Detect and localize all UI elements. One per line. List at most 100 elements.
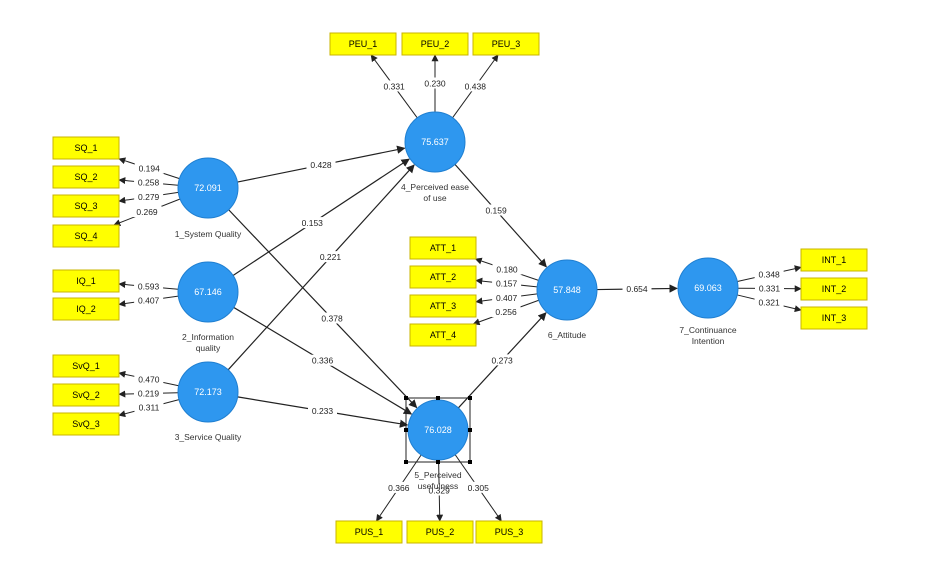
indicator-label-pus_3: PUS_3: [495, 527, 524, 537]
outer-weight-sq_4-bg: [132, 205, 162, 217]
latent-variable-name-int: 7_Continuance: [679, 325, 736, 335]
outer-weight-pus_1-bg: [384, 481, 414, 493]
latent-variable-name-iq-line2: quality: [196, 343, 221, 353]
indicator-label-att_4: ATT_4: [430, 330, 456, 340]
resize-handle[interactable]: [468, 396, 472, 400]
latent-variable-int[interactable]: [677, 257, 739, 319]
latent-variable-name-pus: 5_Perceived: [414, 470, 462, 480]
outer-weight-pus_1: 0.366: [388, 483, 410, 493]
outer-weight-peu_3-bg: [460, 80, 490, 92]
indicator-box-int_1[interactable]: [800, 248, 868, 272]
outer-weight-iq_2-bg: [134, 294, 164, 306]
indicator-box-att_3[interactable]: [409, 294, 477, 318]
indicator-label-iq_1: IQ_1: [76, 276, 96, 286]
indicator-label-att_1: ATT_1: [430, 243, 456, 253]
resize-handle[interactable]: [404, 460, 408, 464]
indicator-box-iq_1[interactable]: [52, 269, 120, 293]
path-coefficient-att-int: 0.654: [626, 284, 648, 294]
outer-weight-int_1-bg: [754, 268, 784, 280]
indicator-box-peu_1[interactable]: [329, 32, 397, 56]
r-squared-value-int: 69.063: [694, 283, 722, 293]
indicator-box-att_2[interactable]: [409, 265, 477, 289]
resize-handle[interactable]: [436, 460, 440, 464]
outer-weight-att_1-bg: [492, 263, 522, 275]
outer-weight-svq_1: 0.470: [138, 374, 160, 384]
outer-weight-int_2-bg: [754, 282, 784, 294]
latent-variable-peu[interactable]: [404, 111, 466, 173]
resize-handle[interactable]: [468, 460, 472, 464]
path-arrow-sq-pus[interactable]: [228, 209, 418, 409]
outer-weight-iq_1-bg: [134, 280, 164, 292]
indicator-label-att_3: ATT_3: [430, 301, 456, 311]
outer-weight-att_4: 0.256: [495, 307, 517, 317]
indicator-box-pus_3[interactable]: [475, 520, 543, 544]
latent-variable-sq[interactable]: [177, 157, 239, 219]
outer-weight-iq_2: 0.407: [138, 295, 160, 305]
outer-weight-att_2: 0.157: [496, 279, 518, 289]
outer-weight-pus_2: 0.329: [429, 485, 451, 495]
resize-handle[interactable]: [404, 396, 408, 400]
indicator-box-sq_2[interactable]: [52, 165, 120, 189]
outer-weight-sq_2-bg: [134, 176, 164, 188]
r-squared-value-peu: 75.637: [421, 137, 449, 147]
indicator-box-iq_2[interactable]: [52, 297, 120, 321]
latent-variable-name-int-line2: Intention: [692, 336, 725, 346]
resize-handle[interactable]: [468, 428, 472, 432]
outer-weight-int_1: 0.348: [759, 269, 781, 279]
indicator-label-sq_2: SQ_2: [74, 172, 97, 182]
outer-weight-peu_2-bg: [420, 77, 450, 89]
indicator-label-iq_2: IQ_2: [76, 304, 96, 314]
outer-weight-svq_2-bg: [134, 387, 164, 399]
outer-weight-peu_1: 0.331: [384, 81, 406, 91]
outer-weight-sq_4: 0.269: [136, 207, 158, 217]
outer-weight-int_3-bg: [754, 296, 784, 308]
indicator-label-int_2: INT_2: [822, 284, 847, 294]
resize-handle[interactable]: [404, 428, 408, 432]
indicator-box-pus_1[interactable]: [335, 520, 403, 544]
outer-weight-svq_1-bg: [134, 373, 164, 385]
latent-variable-name-att: 6_Attitude: [548, 330, 587, 340]
outer-weight-iq_1: 0.593: [138, 282, 160, 292]
indicator-box-sq_1[interactable]: [52, 136, 120, 160]
path-arrow-peu-att[interactable]: [454, 163, 547, 268]
indicator-box-svq_1[interactable]: [52, 354, 120, 378]
outer-weight-int_2: 0.331: [759, 283, 781, 293]
indicator-label-int_1: INT_1: [822, 255, 847, 265]
outer-weight-peu_2: 0.230: [424, 79, 446, 89]
indicator-box-svq_3[interactable]: [52, 412, 120, 436]
indicator-label-att_2: ATT_2: [430, 272, 456, 282]
path-coefficient-sq-pus-bg: [317, 312, 347, 324]
indicator-box-int_3[interactable]: [800, 306, 868, 330]
latent-variable-svq[interactable]: [177, 361, 239, 423]
indicator-box-peu_2[interactable]: [401, 32, 469, 56]
outer-weight-sq_3-bg: [134, 190, 164, 202]
path-coefficient-sq-pus: 0.378: [321, 314, 343, 324]
outer-weight-pus_3: 0.305: [468, 483, 490, 493]
indicator-box-svq_2[interactable]: [52, 383, 120, 407]
path-coefficient-svq-pus: 0.233: [312, 406, 334, 416]
indicator-box-att_1[interactable]: [409, 236, 477, 260]
indicator-label-svq_2: SvQ_2: [72, 390, 100, 400]
indicator-box-pus_2[interactable]: [406, 520, 474, 544]
outer-weight-int_3: 0.321: [758, 298, 780, 308]
indicator-box-int_2[interactable]: [800, 277, 868, 301]
resize-handle[interactable]: [436, 396, 440, 400]
indicator-label-sq_4: SQ_4: [74, 231, 97, 241]
indicator-box-peu_3[interactable]: [472, 32, 540, 56]
indicator-label-pus_2: PUS_2: [426, 527, 455, 537]
outer-weight-att_3: 0.407: [496, 293, 518, 303]
outer-weight-pus_2-bg: [424, 484, 454, 496]
indicator-box-att_4[interactable]: [409, 323, 477, 347]
path-coefficient-sq-peu-bg: [306, 159, 336, 171]
indicator-box-sq_3[interactable]: [52, 194, 120, 218]
outer-weight-svq_3: 0.311: [139, 402, 160, 412]
indicator-box-sq_4[interactable]: [52, 224, 120, 248]
latent-variable-iq[interactable]: [177, 261, 239, 323]
latent-variable-att[interactable]: [536, 259, 598, 321]
outer-weight-sq_2: 0.258: [138, 178, 160, 188]
path-arrow-svq-peu[interactable]: [227, 164, 415, 371]
latent-variable-name-svq: 3_Service Quality: [175, 432, 242, 442]
outer-weight-att_1: 0.180: [496, 265, 518, 275]
